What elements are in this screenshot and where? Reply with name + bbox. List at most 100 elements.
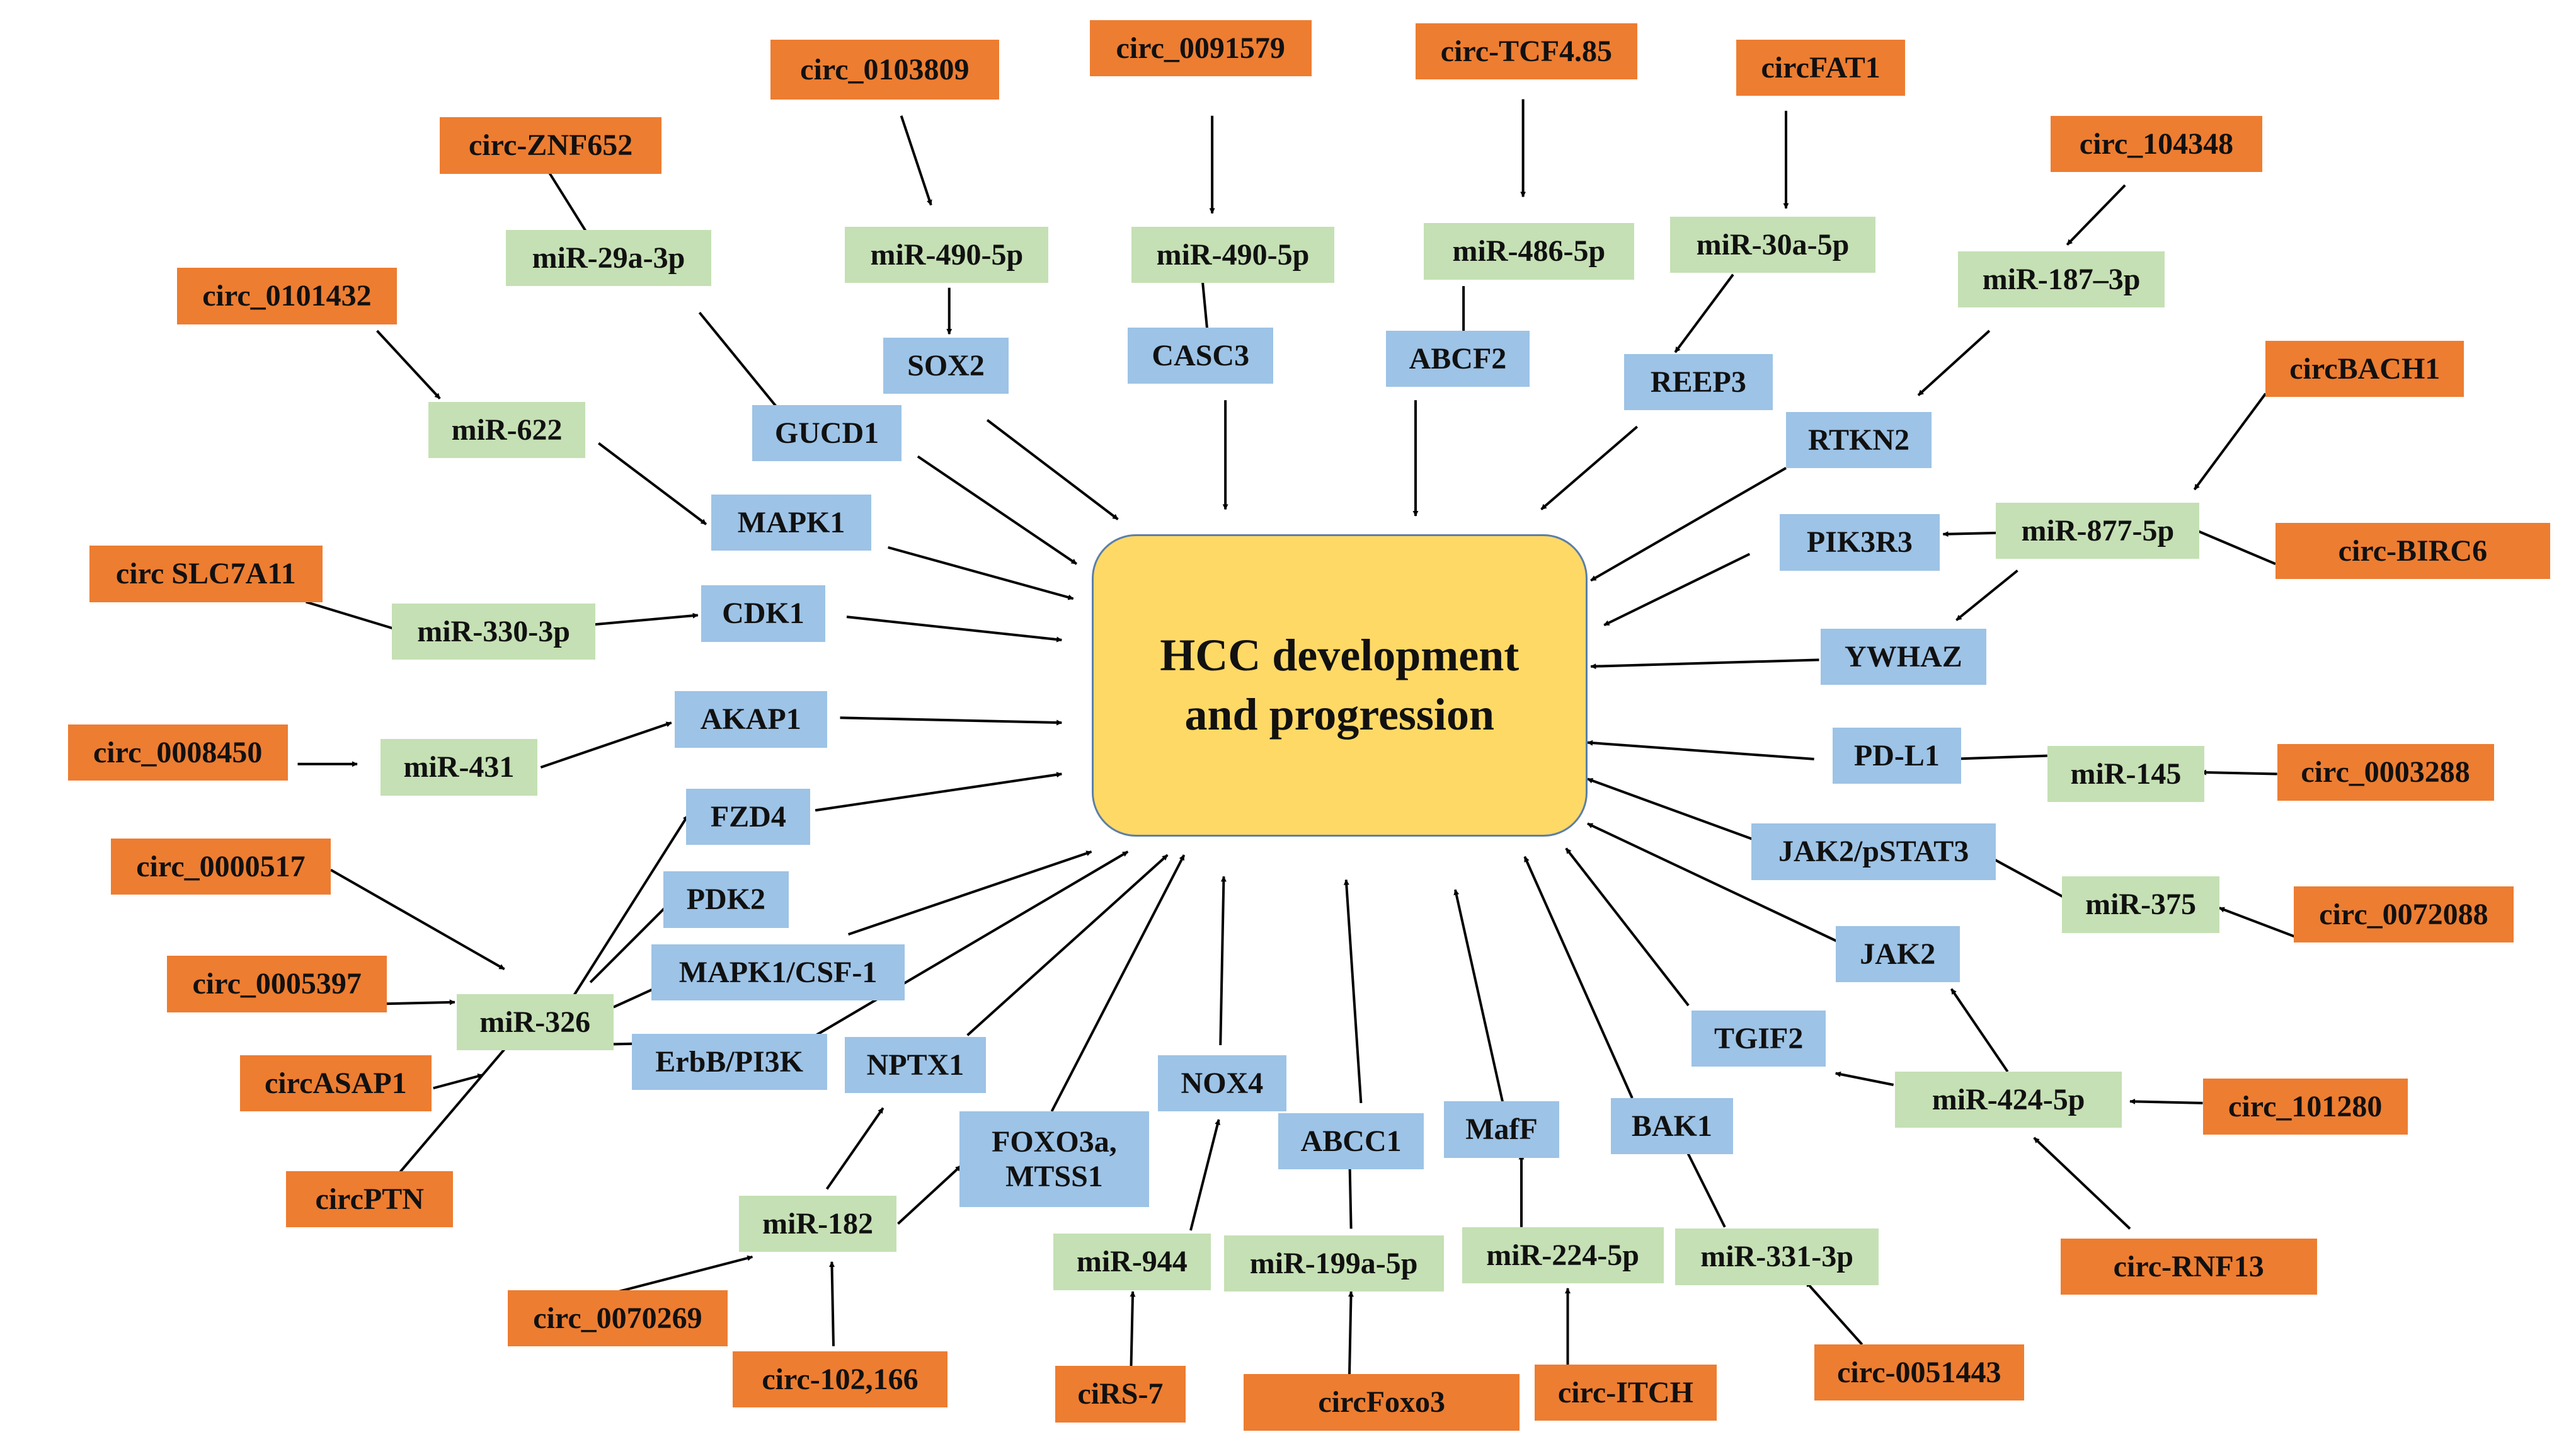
- arrow-54: [917, 455, 1077, 565]
- circ-node-c0103809: circ_0103809: [770, 40, 999, 100]
- arrow-11: [2200, 769, 2277, 776]
- circ-node-cbirc6: circ-BIRC6: [2275, 522, 2550, 579]
- arrow-56: [888, 546, 1074, 600]
- gene-node-maff: MafF: [1443, 1101, 1560, 1158]
- gene-node-nox4: NOX4: [1157, 1055, 1287, 1111]
- arrow-6: [376, 329, 441, 399]
- circ-node-cfat1: circFAT1: [1736, 40, 1905, 96]
- arrow-55: [1590, 467, 1787, 582]
- gene-node-fzd4: FZD4: [686, 789, 811, 845]
- mir-node-m145: miR-145: [2047, 745, 2205, 803]
- arrow-61: [1587, 740, 1814, 760]
- arrow-45: [897, 1165, 962, 1225]
- mir-node-m330: miR-330-3p: [392, 604, 595, 660]
- arrow-53: [1540, 425, 1639, 511]
- circ-node-cslc7a11: circ SLC7A11: [89, 546, 323, 602]
- mir-node-m326: miR-326: [456, 994, 614, 1050]
- gene-node-pik3r3: PIK3R3: [1779, 514, 1940, 571]
- arrow-72: [1453, 889, 1505, 1105]
- circ-node-casap1: circASAP1: [239, 1055, 432, 1111]
- circ-node-cirs7: ciRS-7: [1055, 1366, 1186, 1423]
- arrow-20: [1805, 1281, 1863, 1346]
- circ-node-cbach1: circBACH1: [2265, 340, 2464, 397]
- circ-node-c0101432: circ_0101432: [176, 268, 397, 324]
- gene-node-cdk1: CDK1: [701, 585, 825, 642]
- circ-node-c0000517: circ_0000517: [110, 838, 331, 895]
- gene-node-erbb: ErbB/PI3K: [631, 1033, 827, 1090]
- mir-node-m622: miR-622: [428, 401, 586, 459]
- arrow-59: [1590, 658, 1819, 670]
- circ-node-citch: circ-ITCH: [1535, 1364, 1717, 1421]
- arrow-31: [598, 442, 707, 525]
- mir-node-m486: miR-486-5p: [1424, 223, 1634, 280]
- arrow-35: [540, 721, 672, 769]
- arrow-13: [2218, 907, 2303, 941]
- arrow-62: [815, 772, 1063, 812]
- arrow-0: [900, 115, 932, 206]
- gene-node-abcc1: ABCC1: [1278, 1113, 1424, 1169]
- arrow-15: [433, 1073, 484, 1090]
- circ-node-c0091579: circ_0091579: [1089, 20, 1312, 76]
- circ-node-cfoxo3: circFoxo3: [1244, 1374, 1520, 1431]
- gene-node-abcf2: ABCF2: [1385, 331, 1530, 387]
- gene-node-casc3: CASC3: [1128, 327, 1274, 384]
- arrow-16: [2129, 1098, 2203, 1104]
- mir-node-m187: miR-187–3p: [1958, 251, 2165, 308]
- gene-node-pdl1: PD-L1: [1832, 728, 1962, 784]
- gene-node-nptx1: NPTX1: [845, 1036, 986, 1094]
- circ-node-cptn: circPTN: [286, 1171, 454, 1227]
- gene-node-sox2: SOX2: [883, 337, 1009, 394]
- circ-node-c0005397: circ_0005397: [167, 956, 387, 1012]
- arrow-43: [1835, 1071, 1894, 1086]
- gene-node-bak1: BAK1: [1610, 1098, 1733, 1155]
- hcc-center-node: HCC development and progression: [1091, 534, 1588, 837]
- mir-node-m375: miR-375: [2062, 876, 2219, 933]
- gene-node-ywhaz: YWHAZ: [1821, 628, 1986, 685]
- gene-node-jak2stat3: JAK2/pSTAT3: [1751, 823, 1996, 880]
- arrow-21: [829, 1261, 835, 1346]
- arrow-60: [840, 716, 1063, 726]
- circ-node-c0003288: circ_0003288: [2277, 744, 2494, 801]
- mir-node-m331: miR-331-3p: [1675, 1228, 1879, 1285]
- circ-node-c104348: circ_104348: [2051, 115, 2262, 172]
- mir-node-m431: miR-431: [380, 739, 538, 796]
- gene-node-mapk1csf: MAPK1/CSF-1: [651, 944, 905, 1001]
- arrow-5: [2066, 184, 2126, 246]
- arrow-67: [1565, 847, 1690, 1007]
- circ-node-cznf652: circ-ZNF652: [440, 117, 661, 174]
- arrow-23: [1348, 1291, 1354, 1375]
- circ-node-c0070269: circ_0070269: [507, 1290, 728, 1346]
- arrow-58: [846, 616, 1063, 643]
- arrow-42: [1950, 988, 2009, 1073]
- arrow-36: [1949, 754, 2047, 762]
- arrow-44: [825, 1107, 884, 1190]
- mir-node-m490b: miR-490-5p: [1131, 226, 1335, 283]
- arrow-14: [382, 999, 455, 1005]
- mir-node-m877: miR-877-5p: [1996, 503, 2200, 559]
- arrow-71: [1343, 879, 1363, 1104]
- arrow-25: [698, 311, 782, 413]
- gene-node-akap1: AKAP1: [675, 691, 827, 748]
- circ-node-c0051443: circ-0051443: [1814, 1344, 2024, 1401]
- arrow-22: [1130, 1291, 1136, 1366]
- circ-node-c102166: circ-102,166: [732, 1351, 948, 1407]
- gene-node-rtkn2: RTKN2: [1786, 411, 1932, 468]
- circ-node-ctcf485: circ-TCF4.85: [1416, 23, 1637, 79]
- arrow-46: [1189, 1119, 1220, 1231]
- arrow-57: [1603, 553, 1751, 627]
- arrow-33: [1955, 570, 2018, 621]
- circ-node-c101280: circ_101280: [2202, 1078, 2408, 1135]
- gene-node-reep3: REEP3: [1623, 353, 1773, 410]
- arrow-68: [966, 854, 1169, 1036]
- gene-node-gucd1: GUCD1: [752, 405, 902, 462]
- arrow-7: [2193, 392, 2267, 491]
- circ-node-c0072088: circ_0072088: [2293, 886, 2514, 943]
- mir-node-m224: miR-224-5p: [1462, 1227, 1664, 1283]
- gene-node-foxo3a: FOXO3a, MTSS1: [959, 1111, 1150, 1208]
- gene-node-mapk1: MAPK1: [711, 494, 872, 551]
- mir-node-m199: miR-199a-5p: [1223, 1235, 1444, 1292]
- arrow-18: [2033, 1137, 2131, 1230]
- arrow-69: [1219, 876, 1227, 1046]
- mir-node-m30a: miR-30a-5p: [1670, 216, 1875, 273]
